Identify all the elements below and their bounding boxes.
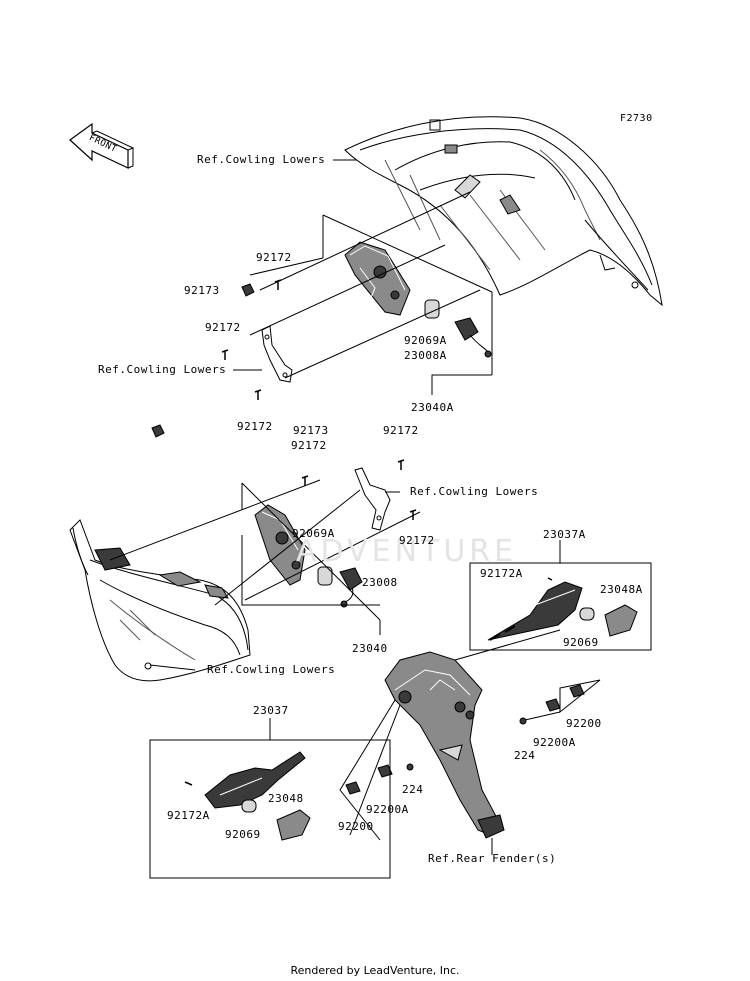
label-23048[interactable]: 23048 [268, 792, 304, 805]
label-92173-a[interactable]: 92173 [184, 284, 220, 297]
upper-screws [221, 279, 282, 400]
label-92172A-b[interactable]: 92172A [167, 809, 210, 822]
label-ref-cowling-lowers-1[interactable]: Ref.Cowling Lowers [197, 153, 326, 166]
watermark: ADVENTURE [296, 534, 518, 569]
fender-leader-lines [339, 629, 601, 855]
label-92200-b[interactable]: 92200 [338, 820, 374, 833]
label-23037A[interactable]: 23037A [543, 528, 586, 541]
label-92200A-b[interactable]: 92200A [366, 803, 409, 816]
label-ref-rear-fender[interactable]: Ref.Rear Fender(s) [428, 852, 557, 865]
label-23040[interactable]: 23040 [352, 642, 388, 655]
label-23037[interactable]: 23037 [253, 704, 289, 717]
label-92172-f[interactable]: 92172 [399, 534, 435, 547]
rear-fender-bracket [384, 651, 505, 839]
label-ref-cowling-lowers-3[interactable]: Ref.Cowling Lowers [410, 485, 539, 498]
label-92069A-a[interactable]: 92069A [404, 334, 447, 347]
label-92172A-a[interactable]: 92172A [480, 567, 523, 580]
label-92069-b[interactable]: 92069 [225, 828, 261, 841]
label-92172-c[interactable]: 92172 [237, 420, 273, 433]
label-92172-e[interactable]: 92172 [291, 439, 327, 452]
label-23008[interactable]: 23008 [362, 576, 398, 589]
label-92069A-b[interactable]: 92069A [292, 527, 335, 540]
label-92200-a[interactable]: 92200 [566, 717, 602, 730]
label-224-b[interactable]: 224 [402, 783, 424, 796]
label-ref-cowling-lowers-4[interactable]: Ref.Cowling Lowers [207, 663, 336, 676]
rear-small-hardware [345, 684, 585, 795]
label-92172-a[interactable]: 92172 [256, 251, 292, 264]
lower-bracket [354, 467, 391, 531]
lower-leader-box [109, 479, 421, 635]
figure-code: F2730 [620, 113, 653, 124]
label-92200A-a[interactable]: 92200A [533, 736, 576, 749]
left-rear-signal-box [149, 718, 391, 879]
label-ref-cowling-lowers-2[interactable]: Ref.Cowling Lowers [98, 363, 227, 376]
right-rear-signal-box [469, 540, 652, 651]
label-92173-b[interactable]: 92173 [293, 424, 329, 437]
label-92069-a[interactable]: 92069 [563, 636, 599, 649]
lower-turn-signal-mount [254, 504, 306, 586]
label-92172-d[interactable]: 92172 [383, 424, 419, 437]
front-arrow-icon [69, 122, 135, 169]
lower-bulb-socket [317, 566, 363, 608]
lower-screws [151, 424, 417, 520]
label-92172-b[interactable]: 92172 [205, 321, 241, 334]
label-23040A[interactable]: 23040A [411, 401, 454, 414]
label-23008A[interactable]: 23008A [404, 349, 447, 362]
upper-bracket [261, 325, 293, 383]
footer-credit: Rendered by LeadVenture, Inc. [290, 964, 460, 977]
upper-leader-box [249, 191, 493, 395]
label-23048A[interactable]: 23048A [600, 583, 643, 596]
upper-cowling-lower [344, 116, 663, 307]
label-224-a[interactable]: 224 [514, 749, 536, 762]
